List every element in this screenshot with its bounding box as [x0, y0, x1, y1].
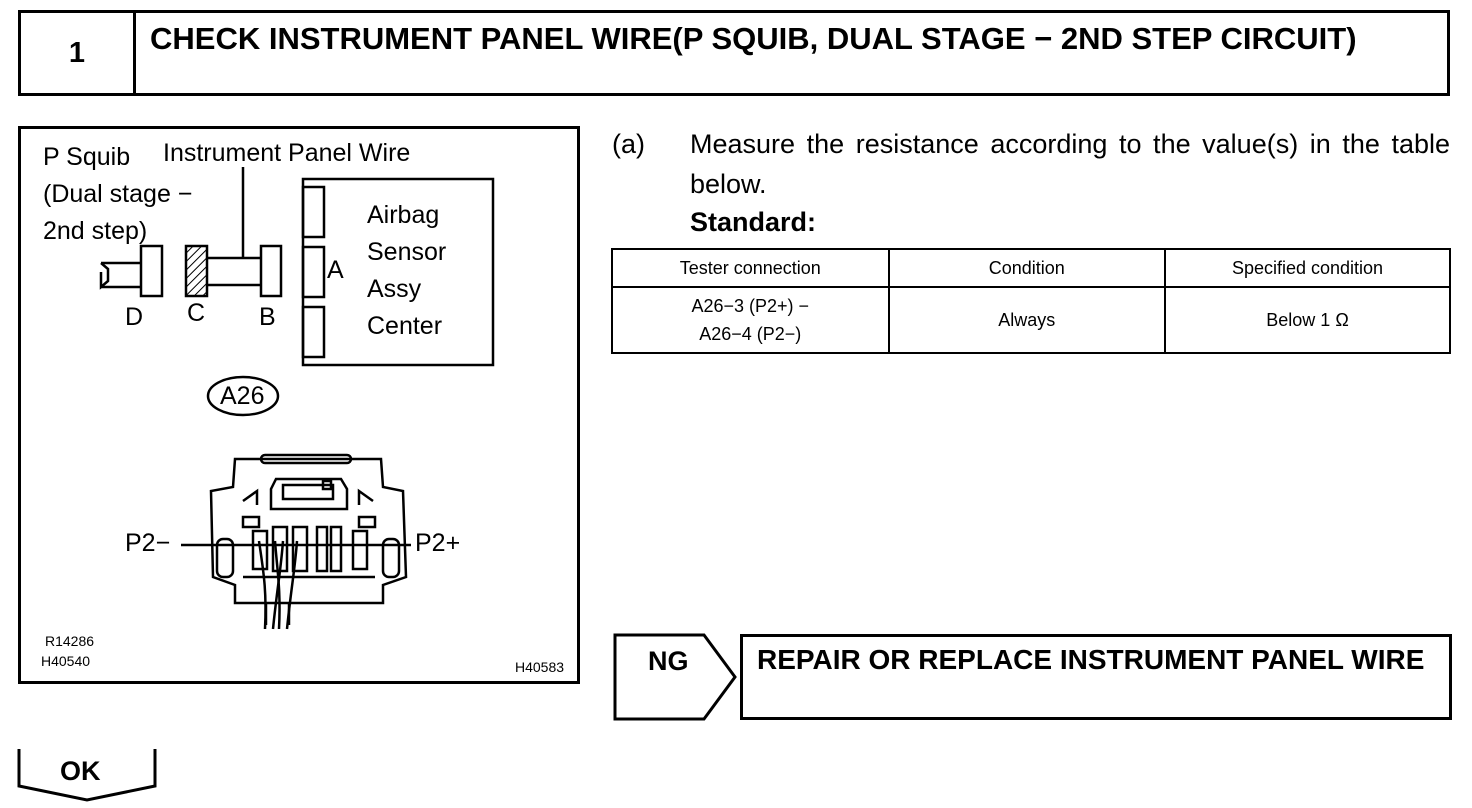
spec-table: Tester connection Condition Specified co…	[611, 248, 1451, 354]
condition-cell: Always	[887, 286, 1167, 354]
connector-c-label: C	[187, 299, 206, 327]
p-squib-label-line2: (Dual stage −	[43, 180, 193, 208]
squib-plug	[99, 262, 110, 290]
column-header: Tester connection	[611, 248, 890, 288]
p-squib-label-line3: 2nd step)	[43, 217, 148, 245]
specified-condition-cell: Below 1 Ω	[1164, 286, 1451, 354]
wiring-illustration: P Squib (Dual stage − 2nd step) Instrume…	[18, 126, 580, 684]
pin-p2-plus-label: P2+	[415, 529, 461, 557]
airbag-sensor-label-line1: Airbag	[367, 201, 440, 229]
tester-connection-line: A26−4 (P2−)	[699, 324, 802, 344]
wire-p2-plus	[271, 540, 285, 630]
wiring-diagram-drawing	[99, 167, 495, 630]
column-header: Specified condition	[1164, 248, 1451, 288]
connector-a	[301, 245, 326, 299]
tester-connection-cell: A26−3 (P2+) − A26−4 (P2−)	[611, 286, 890, 354]
ok-arrow-icon	[17, 749, 157, 802]
airbag-sensor-label-line4: Center	[367, 312, 443, 340]
connector-housing	[209, 457, 408, 605]
connector-c	[184, 244, 209, 298]
standard-label: Standard:	[690, 207, 817, 237]
step-header: 1 CHECK INSTRUMENT PANEL WIRE(P SQUIB, D…	[18, 10, 1450, 96]
connector-id-label: A26	[220, 382, 265, 410]
connector-b-label: B	[259, 303, 276, 331]
airbag-sensor-label-line2: Sensor	[367, 238, 447, 266]
connector-a-label: A	[327, 256, 344, 284]
figure-ref-code: H40583	[515, 659, 565, 675]
step-number: 1	[21, 13, 136, 93]
tester-connection-line: A26−3 (P2+) −	[691, 296, 810, 316]
connector-d	[139, 244, 164, 298]
step-title: CHECK INSTRUMENT PANEL WIRE(P SQUIB, DUA…	[150, 21, 1357, 56]
connector-id-ellipse	[206, 375, 280, 417]
wire-p2-minus	[257, 540, 267, 630]
p-squib-label: P Squib	[43, 143, 131, 171]
column-header: Condition	[887, 248, 1167, 288]
step-a-label: (a)	[612, 129, 645, 159]
ok-label: OK	[60, 756, 101, 786]
figure-ref-code: H40540	[41, 653, 91, 669]
connector-d-label: D	[125, 303, 144, 331]
table-header-row: Tester connection Condition Specified co…	[611, 248, 1451, 288]
connector-b	[259, 244, 283, 298]
airbag-sensor-label-line3: Assy	[367, 275, 422, 303]
pin-p2-minus-label: P2−	[125, 529, 171, 557]
table-row: A26−3 (P2+) − A26−4 (P2−) Always Below 1…	[611, 286, 1451, 354]
step-a-text: Measure the resistance according to the …	[690, 129, 1450, 199]
ng-action-box: REPAIR OR REPLACE INSTRUMENT PANEL WIRE	[740, 634, 1452, 720]
ng-arrow-icon	[613, 633, 737, 721]
instrument-panel-wire-label: Instrument Panel Wire	[163, 139, 411, 167]
ng-label: NG	[648, 646, 689, 676]
figure-ref-code: R14286	[45, 633, 95, 649]
